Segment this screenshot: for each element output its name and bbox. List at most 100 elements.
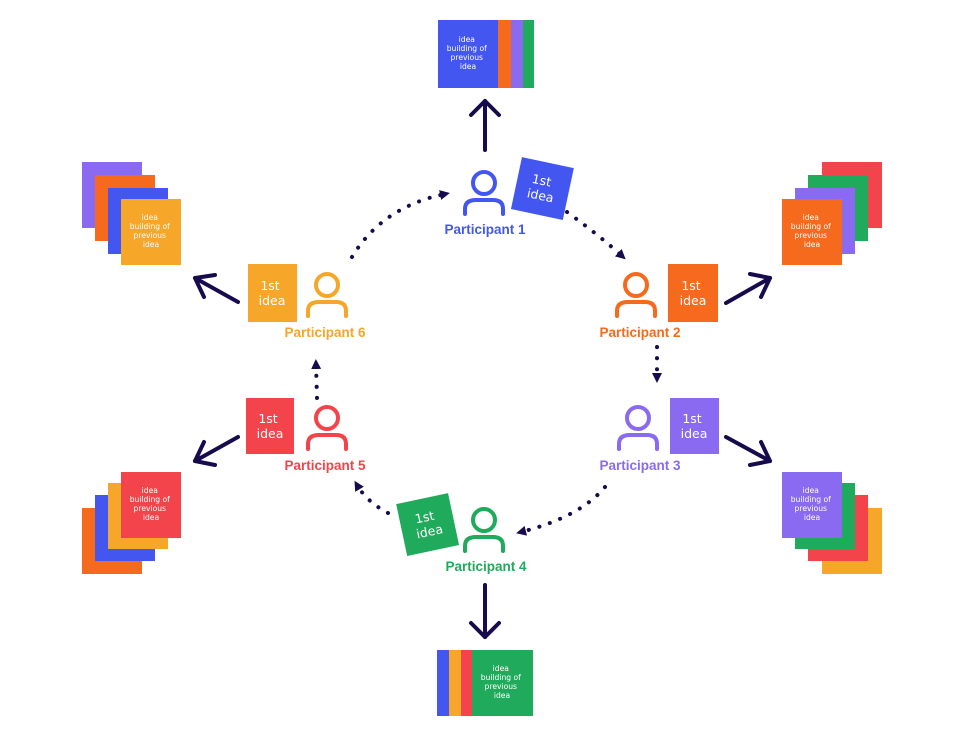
card-line: previous: [134, 231, 167, 240]
svg-text:idea building of p: idea building of previous idea: [791, 213, 834, 249]
stack-layer: [449, 650, 463, 716]
stack-card: [782, 472, 842, 538]
first-idea-card-p4: 1st idea: [396, 493, 460, 557]
person-icon-body: [615, 300, 657, 318]
person-icon: [471, 507, 497, 533]
card-line: idea: [460, 62, 476, 71]
person-icon: [625, 405, 651, 431]
card-line: idea: [142, 213, 158, 222]
participant-6: [306, 272, 348, 318]
card-line: building of: [130, 222, 170, 231]
arrow-up-right-icon: [724, 272, 772, 305]
card-line: idea: [142, 486, 158, 495]
participant-label-2: Participant 2: [599, 325, 680, 340]
person-icon-body: [463, 198, 505, 216]
arrow-up-left-icon: [193, 273, 240, 304]
dotted-arrow-p5-to-p6: [311, 359, 322, 400]
card-line: idea: [803, 486, 819, 495]
stack-card: [472, 650, 533, 716]
output-arrows: [193, 99, 772, 639]
person-icon-body: [463, 535, 505, 553]
idea-line: 1st: [681, 278, 700, 293]
person-icon-body: [617, 433, 659, 451]
person-icon: [471, 170, 497, 196]
participant-1: [463, 170, 505, 216]
idea-stack-p2: idea building of previous idea: [782, 162, 882, 265]
stack-layer: [461, 650, 475, 716]
participant-4: [463, 507, 505, 553]
card-line: building of: [481, 673, 521, 682]
pass-arrows: [311, 190, 662, 536]
idea-line: 1st: [260, 278, 279, 293]
person-icon-body: [306, 433, 348, 451]
person-icon: [314, 272, 340, 298]
svg-text:1st idea: 1st idea: [257, 411, 284, 441]
idea-stack-p3: idea building of previous idea: [782, 472, 882, 574]
idea-stack-p6: idea building of previous idea: [82, 162, 181, 265]
participant-3: [617, 405, 659, 451]
card-line: building of: [447, 44, 487, 53]
idea-line: idea: [259, 293, 286, 308]
card-line: previous: [451, 53, 484, 62]
card-line: idea: [493, 664, 509, 673]
svg-text:1st idea: 1st idea: [412, 507, 444, 542]
first-idea-card-p5: 1st idea: [246, 398, 294, 454]
first-idea-card-p3: 1st idea: [670, 398, 719, 454]
card-line: previous: [485, 682, 518, 691]
idea-line: idea: [257, 426, 284, 441]
card-line: idea: [803, 213, 819, 222]
first-idea-card-p1: 1st idea: [510, 157, 574, 221]
dotted-arrow-p1-to-p2: [565, 210, 626, 260]
svg-text:1st idea: 1st idea: [526, 171, 558, 206]
participant-label-1: Participant 1: [444, 222, 526, 237]
arrow-down-right-icon: [724, 435, 772, 467]
idea-stack-p1: idea building of previous idea: [438, 20, 534, 88]
svg-text:idea building of p: idea building of previous idea: [481, 664, 524, 700]
card-line: idea: [494, 691, 510, 700]
stack-card: [782, 199, 842, 265]
svg-text:idea building of p: idea building of previous idea: [791, 486, 834, 522]
stack-layer: [509, 20, 523, 88]
participant-2: [615, 272, 657, 318]
card-line: idea: [459, 35, 475, 44]
card-line: idea: [143, 240, 159, 249]
stack-card: [121, 472, 181, 538]
participant-label-5: Participant 5: [284, 458, 366, 473]
idea-line: 1st: [531, 171, 553, 190]
idea-stack-p5: idea building of previous idea: [82, 472, 181, 574]
card-line: idea: [143, 513, 159, 522]
card-line: building of: [791, 222, 831, 231]
svg-text:idea building of p: idea building of previous idea: [447, 35, 490, 71]
card-line: previous: [134, 504, 167, 513]
card-line: idea: [804, 513, 820, 522]
arrow-down-icon: [469, 583, 501, 639]
dotted-arrow-p6-to-p1: [350, 190, 450, 259]
svg-text:1st idea: 1st idea: [681, 411, 708, 441]
idea-line: 1st: [413, 508, 435, 527]
arrow-down-left-icon: [193, 435, 240, 467]
idea-line: 1st: [258, 411, 277, 426]
stack-layer: [520, 20, 534, 88]
participant-label-6: Participant 6: [284, 325, 366, 340]
svg-text:1st idea: 1st idea: [680, 278, 707, 308]
card-line: building of: [130, 495, 170, 504]
idea-line: idea: [681, 426, 708, 441]
dotted-arrow-p3-to-p4: [516, 485, 607, 536]
person-icon: [314, 405, 340, 431]
idea-line: 1st: [682, 411, 701, 426]
person-icon: [623, 272, 649, 298]
participant-label-3: Participant 3: [599, 458, 681, 473]
participant-label-4: Participant 4: [445, 559, 527, 574]
participant-5: [306, 405, 348, 451]
svg-text:idea building of p: idea building of previous idea: [130, 486, 173, 522]
stack-card: [121, 199, 181, 265]
idea-line: idea: [680, 293, 707, 308]
first-idea-card-p6: 1st idea: [248, 264, 297, 322]
arrow-up-icon: [469, 99, 501, 152]
idea-line: idea: [526, 185, 555, 205]
idea-line: idea: [415, 521, 444, 541]
stack-layer: [497, 20, 511, 88]
card-line: previous: [795, 231, 828, 240]
